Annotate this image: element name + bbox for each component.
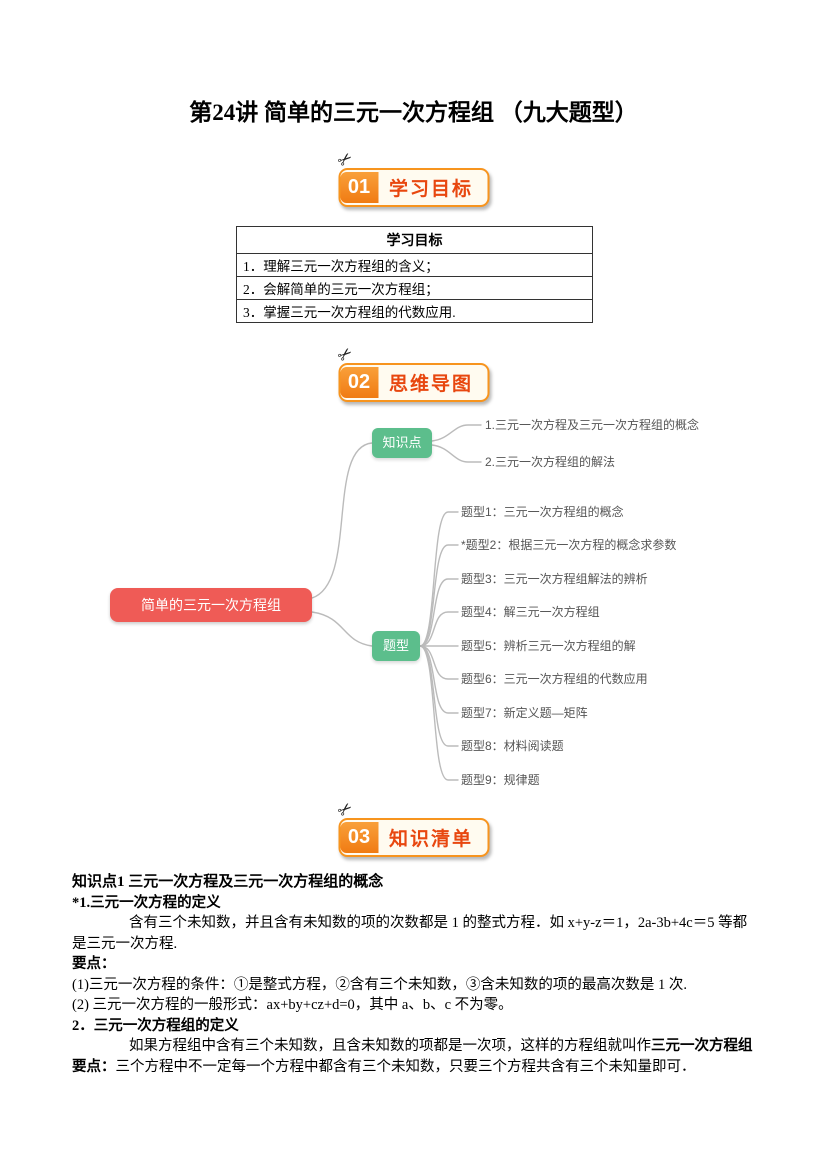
type-item: 题型9：规律题	[461, 773, 540, 787]
objectives-table: 学习目标 1．理解三元一次方程组的含义； 2．会解简单的三元一次方程组； 3．掌…	[236, 226, 593, 323]
objective-item: 3．掌握三元一次方程组的代数应用.	[236, 299, 593, 323]
table-row: 1．理解三元一次方程组的含义；	[236, 253, 593, 277]
scissors-icon: ✂	[333, 147, 357, 172]
section-number: 03	[339, 822, 378, 853]
section-label: 思维导图	[388, 374, 474, 395]
table-row: 2．会解简单的三元一次方程组；	[236, 276, 593, 300]
mindmap-connectors	[311, 424, 482, 781]
type-item: *题型2：根据三元一次方程的概念求参数	[461, 538, 677, 552]
type-item: 题型3：三元一次方程组解法的辨析	[461, 572, 648, 586]
type-item: 题型5：辨析三元一次方程组的解	[461, 639, 636, 653]
knowledge-item: 2.三元一次方程组的解法	[485, 455, 616, 469]
type-item: 题型6：三元一次方程组的代数应用	[461, 672, 648, 686]
page-title: 第24讲 简单的三元一次方程组 （九大题型）	[189, 100, 638, 125]
table-row: 3．掌握三元一次方程组的代数应用.	[236, 299, 593, 323]
definition-2-body: 如果方程组中含有三个未知数，且含未知数的项都是一次项，这样的方程组就叫作三元一次…	[72, 1036, 760, 1057]
keypoints-2: 要点：三个方程中不一定每一个方程中都含有三个未知数，只要三个方程共含有三个未知量…	[72, 1057, 760, 1078]
section-number: 01	[339, 172, 378, 203]
scissors-icon: ✂	[333, 342, 357, 367]
knowledge-item: 1.三元一次方程及三元一次方程组的概念	[485, 418, 700, 432]
section-number: 02	[339, 367, 378, 398]
type-item: 题型4：解三元一次方程组	[461, 605, 600, 619]
knowledge-list-section: 知识点1 三元一次方程及三元一次方程组的概念 *1.三元一次方程的定义 含有三个…	[72, 872, 760, 1077]
section-badge-mind-map: ✂ 02 思维导图	[333, 343, 490, 402]
definition-2-title: 2．三元一次方程组的定义	[72, 1017, 239, 1034]
keypoint-2-1: 三个方程中不一定每一个方程中都含有三个未知数，只要三个方程共含有三个未知量即可．	[115, 1058, 696, 1075]
knowledge-point-heading: 知识点1 三元一次方程及三元一次方程组的概念	[72, 874, 384, 890]
objective-item: 2．会解简单的三元一次方程组；	[236, 276, 593, 300]
section-label: 知识清单	[388, 829, 474, 850]
type-item: 题型8：材料阅读题	[461, 739, 564, 753]
type-item: 题型1：三元一次方程组的概念	[461, 505, 624, 519]
section-badge-knowledge-list: ✂ 03 知识清单	[333, 798, 490, 857]
objectives-header: 学习目标	[236, 226, 593, 254]
objective-item: 1．理解三元一次方程组的含义；	[236, 253, 593, 277]
definition-1-body: 含有三个未知数，并且含有未知数的项的次数都是 1 的整式方程．如 x+y-z＝1…	[72, 915, 748, 952]
definition-2-body-normal: 如果方程组中含有三个未知数，且含未知数的项都是一次项，这样的方程组就叫作	[129, 1038, 651, 1054]
section-badge-learning-goals: ✂ 01 学习目标	[333, 148, 490, 207]
keypoints-2-label: 要点：	[72, 1058, 116, 1075]
type-item: 题型7：新定义题—矩阵	[461, 706, 588, 720]
definition-1-title: *1.三元一次方程的定义	[72, 894, 221, 911]
section-label: 学习目标	[388, 179, 474, 200]
keypoint-1-2: (2) 三元一次方程的一般形式：ax+by+cz+d=0，其中 a、b、c 不为…	[72, 997, 513, 1013]
mindmap-root-node: 简单的三元一次方程组	[110, 588, 312, 622]
keypoints-1-label: 要点：	[72, 956, 116, 972]
mindmap-knowledge-node: 知识点	[372, 428, 432, 458]
objectives-header-row: 学习目标	[236, 226, 593, 254]
mindmap-types-node: 题型	[372, 631, 420, 661]
mind-map: 简单的三元一次方程组 知识点 题型 1.三元一次方程及三元一次方程组的概念 2.…	[0, 405, 827, 805]
keypoint-1-1: (1)三元一次方程的条件：①是整式方程，②含有三个未知数，③含未知数的项的最高次…	[72, 976, 688, 993]
definition-2-body-bold: 三元一次方程组	[651, 1038, 753, 1054]
